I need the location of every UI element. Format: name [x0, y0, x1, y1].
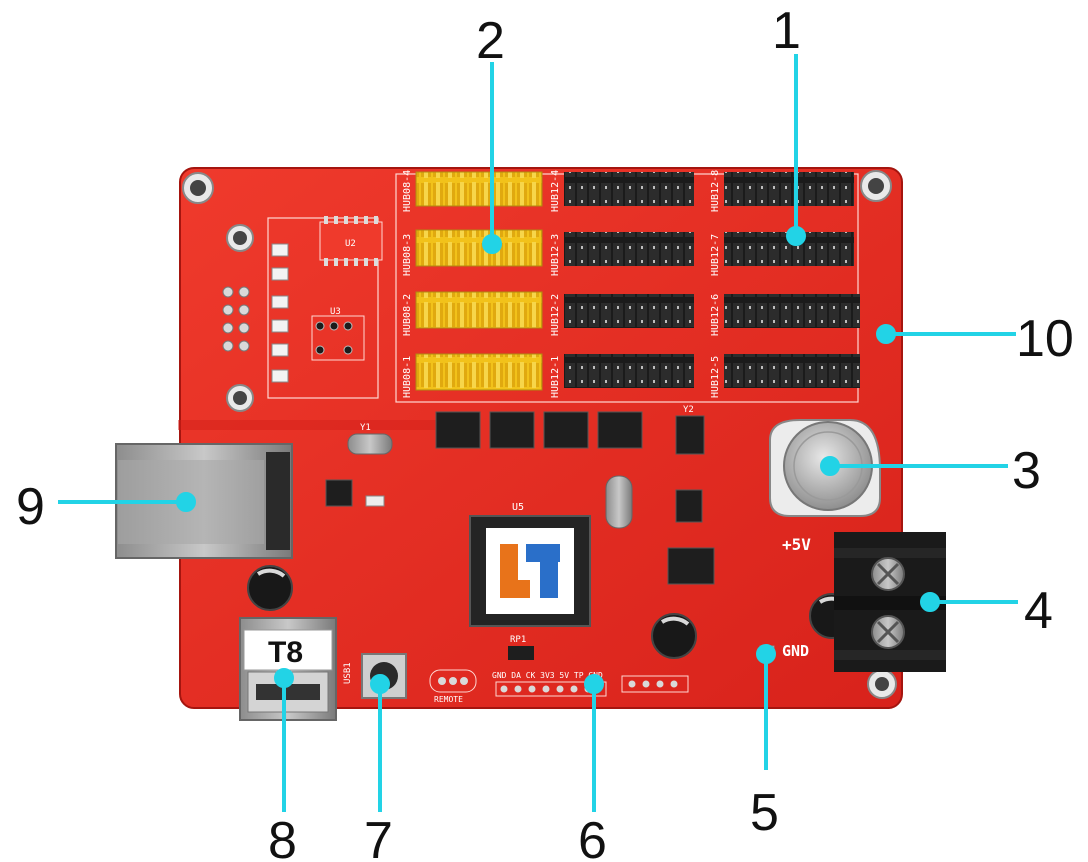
callout-line-1: [786, 54, 806, 246]
mounting-hole: [860, 170, 892, 202]
buffer-chips: [435, 411, 643, 449]
usb-port: T8 USB1: [239, 617, 353, 721]
mounting-hole: [226, 384, 254, 412]
hub08-label-2: HUB08-2: [402, 294, 413, 336]
callout-line-9: [58, 492, 196, 512]
pin-labels: GND DA CK 3V3 5V TP GND: [492, 671, 603, 680]
usb-label: USB1: [343, 662, 353, 684]
power-terminal-block: +5V GND: [782, 532, 946, 672]
hub08-label-4: HUB08-4: [402, 170, 413, 212]
callout-number-6: 6: [578, 812, 607, 862]
capacitor: [247, 565, 293, 611]
regulator-chip: Y2: [675, 405, 705, 455]
terminal-screw: [871, 557, 905, 591]
callout-line-7: [370, 674, 390, 812]
callout-number-10: 10: [1016, 310, 1074, 368]
callout-line-3: [820, 456, 1008, 476]
remote-footprint: REMOTE: [429, 669, 477, 704]
hub08-header-3: [415, 229, 543, 267]
hub12-label-3: HUB12-3: [550, 234, 561, 276]
hub12-header-5: [724, 354, 860, 388]
hub12-header-8: [724, 172, 854, 206]
callout-number-4: 4: [1024, 582, 1053, 640]
mounting-hole: [182, 172, 214, 204]
callout-number-1: 1: [772, 2, 801, 60]
power-plus-label: +5V: [782, 535, 811, 554]
crystal-y1: Y1: [347, 423, 393, 455]
hub12-label-1: HUB12-1: [550, 356, 561, 398]
main-processor: U5: [469, 502, 591, 627]
hub08-header-4: [415, 171, 543, 207]
callout-number-9: 9: [16, 478, 45, 536]
led-column: [271, 243, 289, 383]
hub12-label-8: HUB12-8: [710, 170, 721, 212]
u3-label: U3: [330, 307, 341, 317]
u2-label: U2: [345, 239, 356, 249]
callout-numbers: 1 2 3 4 5 6 7 8 9 10: [16, 2, 1074, 862]
u5-label: U5: [512, 502, 524, 513]
capacitor: [651, 613, 697, 659]
callout-lines: [58, 54, 1018, 812]
mounting-holes: [182, 170, 897, 699]
hub12-label-6: HUB12-6: [710, 294, 721, 336]
crystal-y2: [605, 475, 633, 529]
hub12-label-2: HUB12-2: [550, 294, 561, 336]
mounting-hole: [226, 224, 254, 252]
resistor-pack-rp1: RP1: [508, 635, 534, 660]
chip-u2: U2: [319, 216, 383, 266]
callout-line-2: [482, 62, 502, 254]
hub12-header-3: [564, 232, 694, 266]
mounting-hole: [867, 669, 897, 699]
power-gnd-label: GND: [782, 642, 809, 660]
hub12-right-headers: HUB12-8 HUB12-7 HUB12-6 HUB12-5: [710, 170, 860, 398]
callout-number-7: 7: [364, 812, 393, 862]
via-pins: [222, 286, 250, 352]
remote-label: REMOTE: [434, 695, 463, 704]
terminal-screw: [871, 615, 905, 649]
small-ics: [325, 479, 715, 585]
hub12-label-4: HUB12-4: [550, 170, 561, 212]
aux-pin-header: [621, 675, 689, 693]
hub12-header-2: [564, 294, 694, 328]
callout-number-3: 3: [1012, 442, 1041, 500]
hub08-header-1: [415, 353, 543, 391]
hub12-left-headers: HUB12-4 HUB12-3 HUB12-2 HUB12-1: [550, 170, 694, 398]
callout-line-10: [876, 324, 1016, 344]
hub08-label-1: HUB08-1: [402, 356, 413, 398]
y2-label: Y2: [683, 405, 694, 415]
callout-line-6: [584, 674, 604, 812]
hub12-header-4: [564, 172, 694, 206]
hub12-header-6: [724, 294, 860, 328]
debug-pin-header: GND DA CK 3V3 5V TP GND: [492, 671, 607, 697]
callout-line-5: [756, 644, 776, 770]
callout-number-5: 5: [750, 784, 779, 842]
model-tag: T8: [268, 636, 303, 669]
callout-line-8: [274, 668, 294, 812]
hub08-headers: HUB08-4 HUB08-3 HUB08-2 HUB08-1: [402, 170, 543, 398]
callout-line-4: [920, 592, 1018, 612]
hub12-header-1: [564, 354, 694, 388]
processor-logo: [500, 544, 560, 598]
callout-number-2: 2: [476, 12, 505, 70]
rp1-label: RP1: [510, 635, 526, 645]
chip-u3: U3: [311, 307, 365, 361]
callout-number-8: 8: [268, 812, 297, 862]
hub12-label-5: HUB12-5: [710, 356, 721, 398]
hub08-header-2: [415, 291, 543, 329]
hub08-label-3: HUB08-3: [402, 234, 413, 276]
y1-label: Y1: [360, 423, 371, 433]
hub12-label-7: HUB12-7: [710, 234, 721, 276]
